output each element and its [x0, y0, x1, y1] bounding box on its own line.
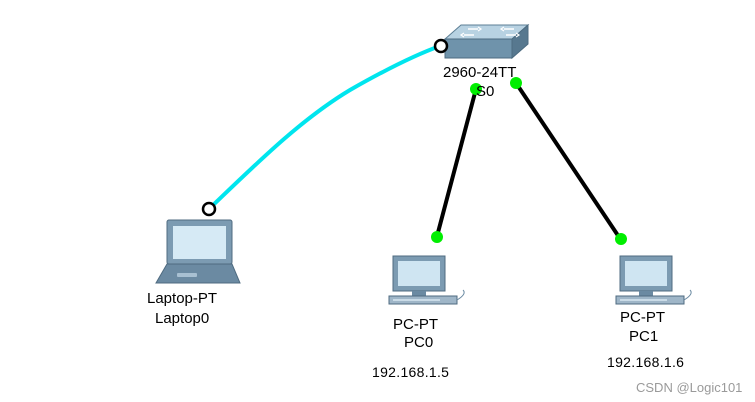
switch-model-label: 2960-24TT	[443, 64, 517, 81]
console-cable-link[interactable]	[207, 44, 441, 211]
switch-name-label: S0	[476, 83, 495, 100]
ethernet-link-pc1[interactable]	[514, 81, 623, 242]
console-port-laptop	[201, 201, 217, 217]
pc0-icon[interactable]	[388, 255, 465, 305]
watermark: CSDN @Logic101	[636, 380, 743, 395]
laptop-model-label: Laptop-PT	[147, 290, 218, 307]
link-light-pc1	[615, 233, 627, 245]
pc1-icon[interactable]	[615, 255, 692, 305]
link-light-switch-pc0	[470, 83, 482, 95]
console-port-switch	[433, 38, 449, 54]
switch-icon[interactable]	[443, 23, 530, 60]
pc0-name-label: PC0	[404, 334, 434, 351]
pc1-ip-label: 192.168.1.6	[607, 354, 685, 370]
pc0-ip-label: 192.168.1.5	[372, 364, 450, 380]
pc1-model-label: PC-PT	[620, 309, 665, 326]
pc0-model-label: PC-PT	[393, 316, 438, 333]
laptop-name-label: Laptop0	[155, 310, 210, 327]
pc1-name-label: PC1	[629, 328, 659, 345]
laptop-icon[interactable]	[155, 219, 241, 284]
link-light-switch-pc1	[510, 77, 522, 89]
ethernet-link-pc0[interactable]	[434, 88, 478, 241]
link-light-pc0	[431, 231, 443, 243]
